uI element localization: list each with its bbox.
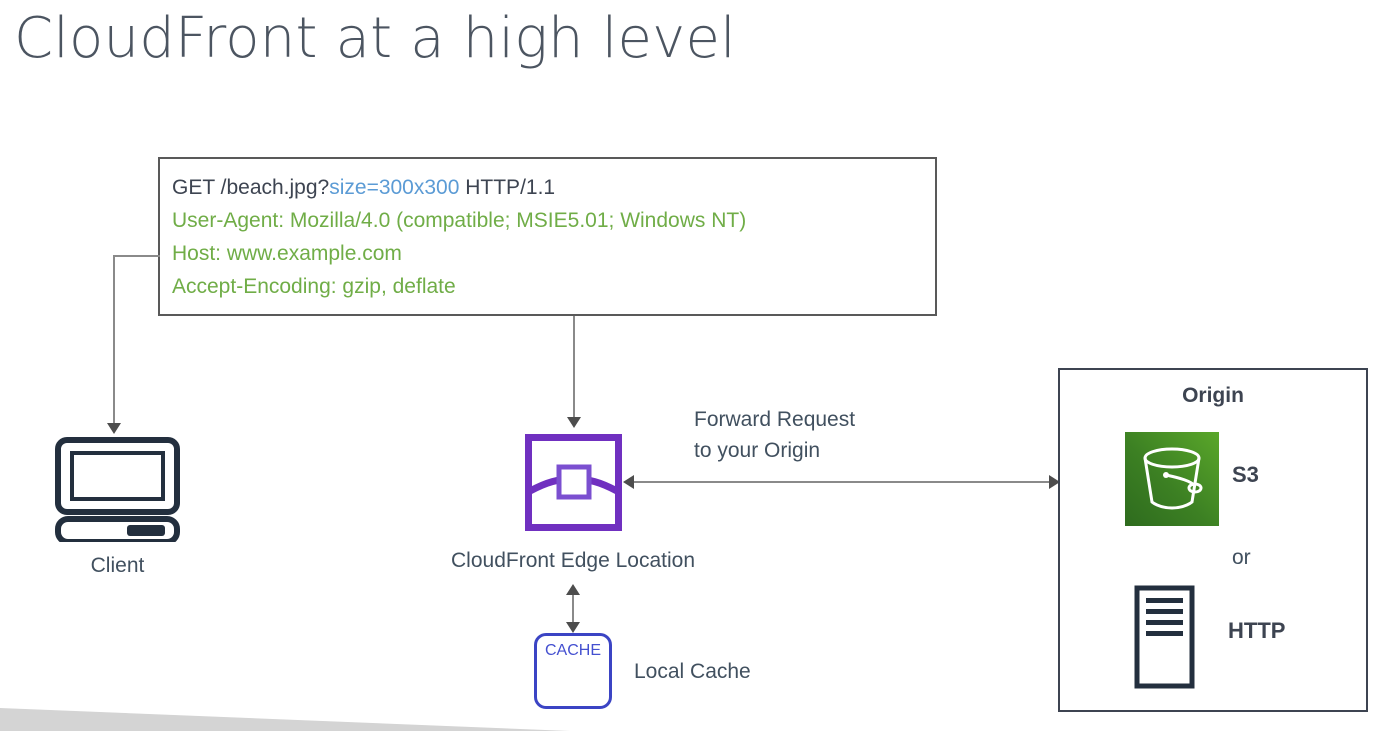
- request-header-accept-encoding: Accept-Encoding: gzip, deflate: [172, 275, 456, 298]
- origin-or-label: or: [1232, 546, 1251, 569]
- connector-edge-to-origin: [634, 481, 1058, 483]
- forward-request-line-2: to your Origin: [694, 439, 821, 462]
- connector-to-client-vertical: [113, 255, 115, 425]
- local-cache-icon: CACHE: [534, 633, 612, 709]
- http-request-box: GET /beach.jpg?size=300x300 HTTP/1.1 Use…: [158, 157, 937, 316]
- http-server-icon: [1134, 585, 1195, 689]
- origin-box: Origin: [1058, 368, 1368, 712]
- request-method-path: GET /beach.jpg?: [172, 176, 330, 199]
- arrow-edge-to-cache: [566, 622, 580, 633]
- request-header-host: Host: www.example.com: [172, 242, 402, 265]
- local-cache-label: Local Cache: [634, 660, 751, 683]
- arrow-cache-to-edge: [566, 584, 580, 595]
- connector-to-client-horizontal: [113, 255, 160, 257]
- arrow-to-edge-from-origin: [623, 475, 634, 489]
- connector-to-edge-vertical: [573, 316, 575, 419]
- request-header-user-agent: User-Agent: Mozilla/4.0 (compatible; MSI…: [172, 209, 747, 232]
- forward-request-caption: Forward Request to your Origin: [694, 404, 855, 466]
- s3-label: S3: [1232, 462, 1259, 487]
- arrow-to-origin: [1049, 475, 1060, 489]
- s3-bucket-icon: [1125, 432, 1219, 526]
- cloudfront-edge-label: CloudFront Edge Location: [451, 549, 695, 572]
- connector-edge-to-cache: [572, 592, 574, 630]
- client-label: Client: [90, 554, 145, 577]
- request-query-string: size=300x300: [329, 176, 460, 199]
- arrow-to-client: [107, 423, 121, 434]
- forward-request-line-1: Forward Request: [694, 408, 856, 431]
- http-label: HTTP: [1228, 618, 1286, 643]
- cloudfront-edge-icon: [525, 434, 622, 531]
- slide-corner-decoration: [0, 707, 570, 731]
- client-computer-icon: [55, 437, 180, 545]
- cache-badge-text: CACHE: [544, 642, 601, 659]
- origin-title: Origin: [1182, 384, 1244, 407]
- request-line-1: GET /beach.jpg?size=300x300 HTTP/1.1: [172, 171, 935, 204]
- request-protocol: HTTP/1.1: [459, 176, 556, 199]
- page-title: CloudFront at a high level: [14, 6, 736, 71]
- arrow-to-edge: [567, 417, 581, 428]
